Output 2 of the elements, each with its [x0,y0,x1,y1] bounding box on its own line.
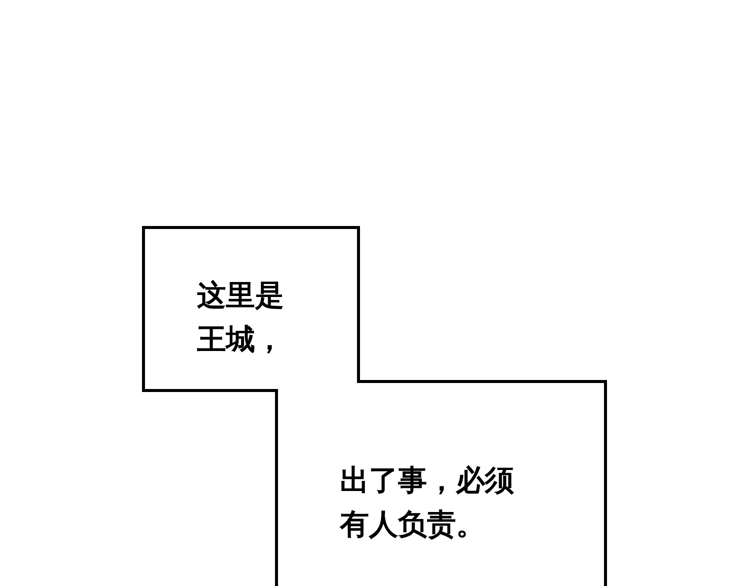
caption-text: 出了事，必须有人负责。 [340,462,515,543]
caption-text: 这里是王城， [197,277,285,358]
